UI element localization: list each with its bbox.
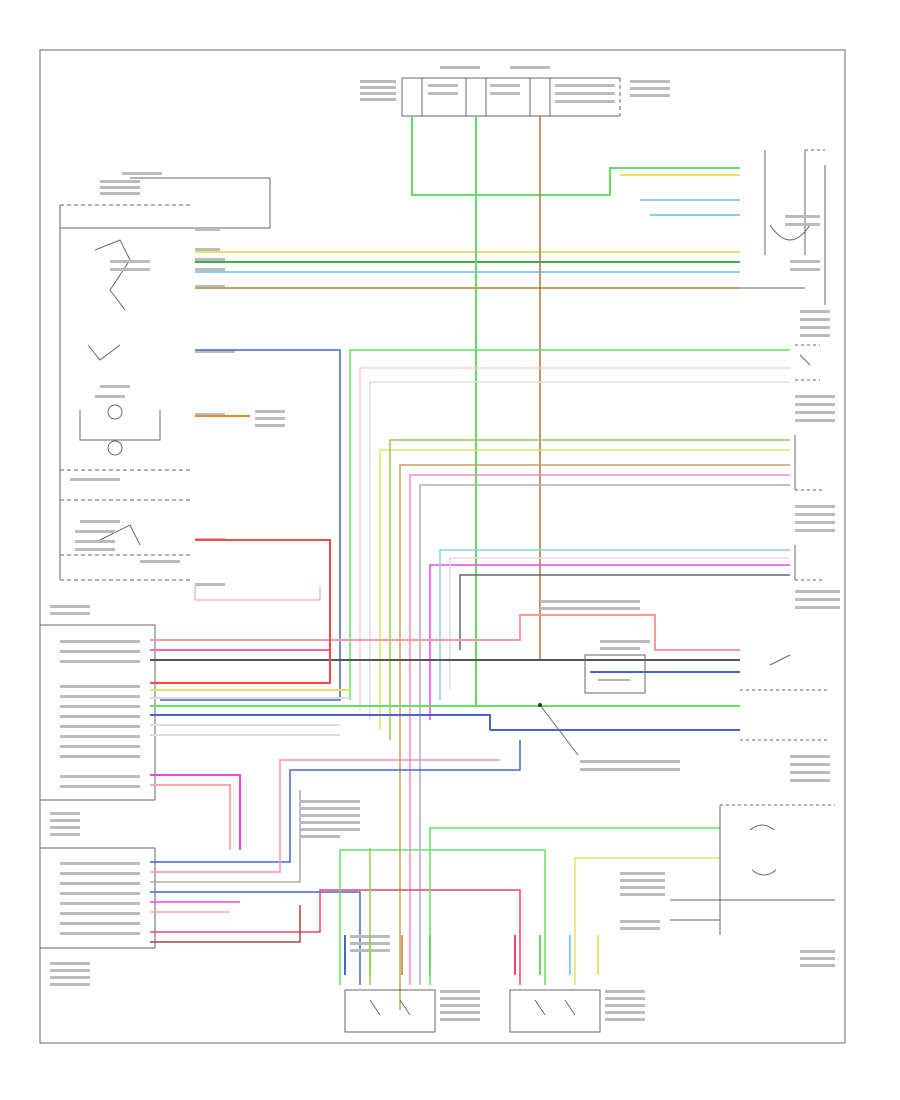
relay-right	[509, 989, 645, 1033]
module-wires	[150, 539, 740, 850]
hvac-control-module	[39, 605, 156, 801]
bottom-connector-stubs	[344, 935, 599, 975]
lower-right-relay	[620, 804, 835, 967]
fuse-block	[360, 66, 670, 117]
misc-labels	[255, 410, 360, 838]
relay-left	[344, 935, 480, 1033]
powertrain-module	[39, 812, 156, 986]
fuse-drops	[411, 116, 740, 705]
splice-point	[538, 703, 579, 756]
powertrain-wires	[150, 740, 720, 985]
mid-wires	[160, 349, 790, 1010]
top-left-wires	[195, 251, 740, 417]
left-connector-pins	[195, 228, 235, 586]
compressor-relay	[540, 600, 830, 782]
hvac-control-switches	[59, 172, 271, 581]
right-sensors	[794, 310, 840, 609]
blower-relay	[740, 149, 826, 305]
diagram-frame	[39, 49, 846, 1044]
